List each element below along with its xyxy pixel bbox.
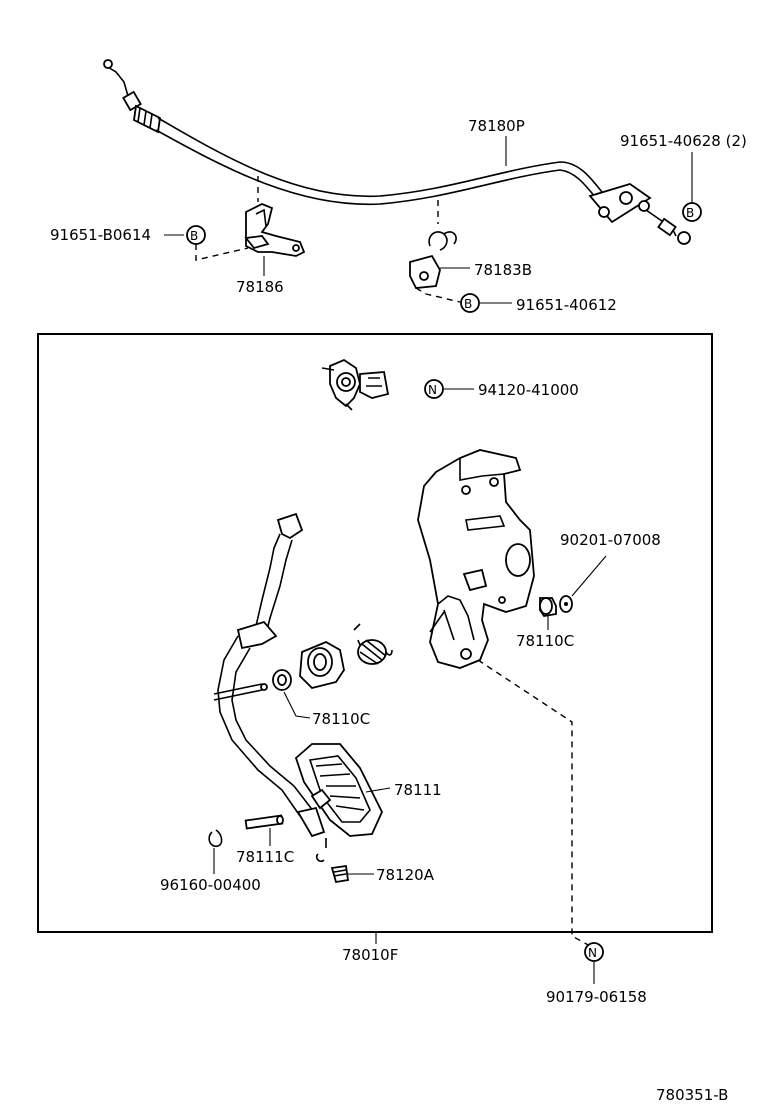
label-bolt-right-top: 91651-40628 (2): [620, 132, 747, 150]
label-pin: 78111C: [236, 848, 294, 866]
spring-78120a: [315, 838, 350, 884]
label-sensor-nut: 94120-41000: [478, 381, 579, 399]
svg-text:N: N: [428, 383, 437, 397]
label-snap-ring: 96160-00400: [160, 876, 261, 894]
marker-b-icon: B: [186, 225, 206, 245]
bracket-78186: [244, 203, 306, 257]
marker-n-icon: N: [584, 942, 604, 962]
label-bolt-left: 91651-B0614: [50, 226, 151, 244]
clip-78183b: [409, 231, 457, 289]
bushing-right: [539, 597, 557, 617]
svg-text:B: B: [686, 206, 694, 220]
marker-b-icon: B: [460, 293, 480, 313]
label-cable-assy: 78180P: [468, 117, 525, 135]
label-bolt-clip: 91651-40612: [516, 296, 617, 314]
pedal-pad: [294, 743, 383, 837]
label-pedal-pad: 78111: [394, 781, 442, 799]
label-bushing-right: 78110C: [516, 632, 574, 650]
marker-b-icon: B: [682, 202, 702, 222]
label-bracket-left: 78186: [236, 278, 284, 296]
spring-center: [353, 623, 393, 665]
label-bushing-left: 78110C: [312, 710, 370, 728]
pin-78111c: [244, 814, 284, 830]
bushing-center: [299, 640, 345, 689]
svg-text:B: B: [190, 229, 198, 243]
snap-ring: [208, 829, 223, 848]
label-bracket-clip: 78183B: [474, 261, 532, 279]
svg-text:N: N: [588, 946, 597, 960]
accelerator-cable: [103, 59, 691, 245]
washer-90201: [559, 595, 573, 613]
svg-text:B: B: [464, 297, 472, 311]
bushing-left: [272, 669, 292, 691]
pedal-assembly-box: [37, 333, 713, 933]
sensor-unit: [321, 358, 390, 411]
pedal-bracket: [417, 449, 535, 669]
diagram-id: 780351-B: [656, 1086, 728, 1104]
label-nut-bottom: 90179-06158: [546, 988, 647, 1006]
pedal-arm: [213, 512, 326, 838]
label-spring: 78120A: [376, 866, 435, 884]
label-pedal-assy: 78010F: [342, 946, 398, 964]
marker-n-icon: N: [424, 379, 444, 399]
label-washer: 90201-07008: [560, 531, 661, 549]
